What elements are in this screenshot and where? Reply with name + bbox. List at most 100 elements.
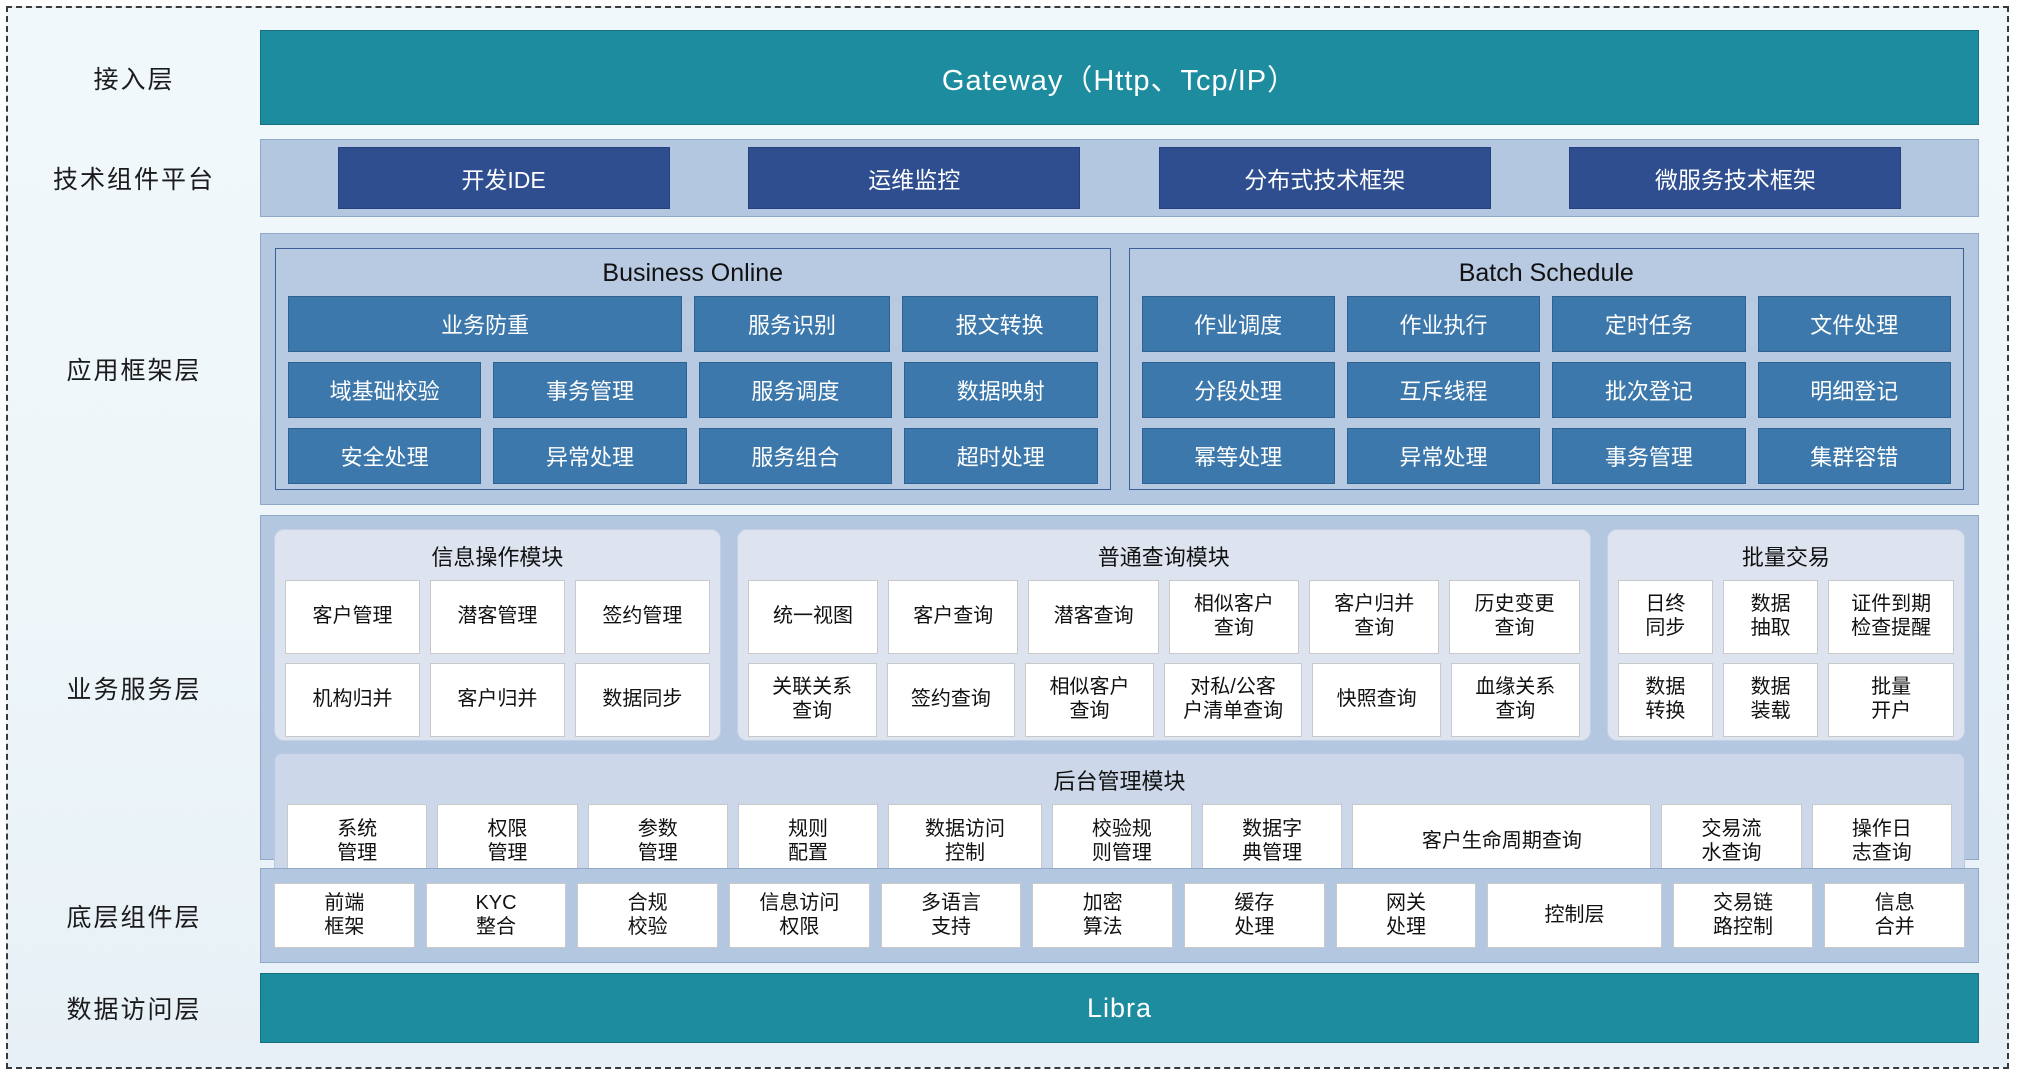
biz-cell-qycx[interactable]: 签约查询 xyxy=(886,663,1016,737)
afw-cell-ywfz[interactable]: 业务防重 xyxy=(288,296,683,352)
tech-platform-band: 开发IDE 运维监控 分布式技术框架 微服务技术框架 xyxy=(260,139,1979,217)
afw-cell-mxdj[interactable]: 明细登记 xyxy=(1757,362,1951,418)
afw-cell-fwsb[interactable]: 服务识别 xyxy=(694,296,890,352)
biz-cell-xygxcx[interactable]: 血缘关系 查询 xyxy=(1450,663,1580,737)
afw-cell-jqrc[interactable]: 集群容错 xyxy=(1757,428,1951,484)
admin-cell-rule-config[interactable]: 规则 配置 xyxy=(737,804,879,880)
biz-cell-qkgl[interactable]: 潜客管理 xyxy=(429,580,565,654)
group-batch-schedule: Batch Schedule 作业调度 作业执行 定时任务 文件处理 分段处理 … xyxy=(1128,248,1964,490)
afw-cell-aqcl[interactable]: 安全处理 xyxy=(288,428,482,484)
biz-row: 数据 转换 数据 装载 批量 开户 xyxy=(1617,663,1954,737)
biz-cell-xskhcx2[interactable]: 相似客户 查询 xyxy=(1025,663,1154,737)
biz-cell-sjtb[interactable]: 数据同步 xyxy=(574,663,710,737)
afw-cell-fwdd[interactable]: 服务调度 xyxy=(698,362,893,418)
module-title-batch-transaction: 批量交易 xyxy=(1741,545,1830,570)
module-title-admin-management: 后台管理模块 xyxy=(1053,769,1186,794)
biz-cell-qygl[interactable]: 签约管理 xyxy=(574,580,710,654)
biz-cell-sjzz[interactable]: 数据 装载 xyxy=(1722,663,1819,737)
biz-cell-sjcq[interactable]: 数据 抽取 xyxy=(1722,580,1819,654)
libra-bar: Libra xyxy=(260,973,1979,1043)
biz-cell-kzcx[interactable]: 快照查询 xyxy=(1312,663,1441,737)
afw-cell-fdcl[interactable]: 分段处理 xyxy=(1141,362,1335,418)
base-cell-kyc-integration[interactable]: KYC 整合 xyxy=(425,883,567,948)
afw-cell-hcxc[interactable]: 互斥线程 xyxy=(1346,362,1541,418)
admin-cells-row: 系统 管理 权限 管理 参数 管理 规则 配置 数据访问 控制 校验规 则管理 … xyxy=(287,804,1952,880)
afw-cell-cscl[interactable]: 超时处理 xyxy=(904,428,1098,484)
layer-app-framework: 应用框架层 Business Online 业务防重 服务识别 报文转换 域基础… xyxy=(8,233,2007,505)
base-cell-frontend-framework[interactable]: 前端 框架 xyxy=(274,883,415,948)
afw-cell-zydd[interactable]: 作业调度 xyxy=(1141,296,1335,352)
biz-cell-khgbcx[interactable]: 客户归并 查询 xyxy=(1309,580,1440,654)
group-title-batch-schedule: Batch Schedule xyxy=(1458,259,1634,287)
layer-base-components: 底层组件层 前端 框架 KYC 整合 合规 校验 信息访问 权限 多语言 支持 … xyxy=(8,868,2007,963)
layer-label-data-access: 数据访问层 xyxy=(66,996,202,1024)
biz-cell-zjdqjctx[interactable]: 证件到期 检查提醒 xyxy=(1828,580,1954,654)
base-cell-encryption-algorithm[interactable]: 加密 算法 xyxy=(1032,883,1174,948)
biz-cell-dsgkhqdcx[interactable]: 对私/公客 户清单查询 xyxy=(1163,663,1303,737)
module-title-common-query: 普通查询模块 xyxy=(1097,545,1230,570)
layer-business-service: 业务服务层 信息操作模块 客户管理 潜客管理 签约管理 机构归并 xyxy=(8,515,2007,892)
base-cell-gateway-processing[interactable]: 网关 处理 xyxy=(1335,883,1477,948)
biz-cell-sjzh[interactable]: 数据 转换 xyxy=(1617,663,1713,737)
afw-row: 域基础校验 事务管理 服务调度 数据映射 xyxy=(288,362,1098,418)
biz-cell-tysheet[interactable]: 统一视图 xyxy=(747,580,879,654)
biz-row: 日终 同步 数据 抽取 证件到期 检查提醒 xyxy=(1617,580,1954,654)
afw-cell-swgl[interactable]: 事务管理 xyxy=(493,362,687,418)
afw-cell-swgl2[interactable]: 事务管理 xyxy=(1552,428,1746,484)
layer-label-access: 接入层 xyxy=(93,65,175,94)
layer-label-app-framework: 应用框架层 xyxy=(66,357,202,385)
biz-cell-khgl[interactable]: 客户管理 xyxy=(285,580,420,654)
afw-cell-yccl[interactable]: 异常处理 xyxy=(493,428,687,484)
afw-cell-wjcl[interactable]: 文件处理 xyxy=(1757,296,1951,352)
admin-cell-parameter-management[interactable]: 参数 管理 xyxy=(587,804,728,880)
tech-chip-distributed-framework[interactable]: 分布式技术框架 xyxy=(1158,147,1491,209)
afw-cell-yccl2[interactable]: 异常处理 xyxy=(1346,428,1541,484)
base-cell-info-merge[interactable]: 信息 合并 xyxy=(1824,883,1966,948)
biz-cell-plkh[interactable]: 批量 开户 xyxy=(1828,663,1954,737)
base-cell-transaction-chain-control[interactable]: 交易链 路控制 xyxy=(1672,883,1814,948)
afw-cell-bwzh[interactable]: 报文转换 xyxy=(901,296,1098,352)
base-cell-info-access-permission[interactable]: 信息访问 权限 xyxy=(729,883,870,948)
biz-cell-glgxcx[interactable]: 关联关系 查询 xyxy=(747,663,877,737)
base-components-band: 前端 框架 KYC 整合 合规 校验 信息访问 权限 多语言 支持 加密 算法 … xyxy=(260,868,1979,963)
tech-chip-ops-monitor[interactable]: 运维监控 xyxy=(748,147,1081,209)
business-online-rows: 业务防重 服务识别 报文转换 域基础校验 事务管理 服务调度 数据映射 安全处理 xyxy=(288,296,1098,484)
admin-cell-data-access-control[interactable]: 数据访问 控制 xyxy=(888,804,1042,880)
biz-row: 统一视图 客户查询 潜客查询 相似客户 查询 客户归并 查询 历史变更 查询 xyxy=(747,580,1580,654)
base-cell-cache-processing[interactable]: 缓存 处理 xyxy=(1184,883,1325,948)
biz-row: 关联关系 查询 签约查询 相似客户 查询 对私/公客 户清单查询 快照查询 血缘… xyxy=(747,663,1580,737)
afw-cell-zyzx[interactable]: 作业执行 xyxy=(1346,296,1541,352)
afw-row: 业务防重 服务识别 报文转换 xyxy=(288,296,1098,352)
afw-cell-dsrw[interactable]: 定时任务 xyxy=(1552,296,1746,352)
group-title-business-online: Business Online xyxy=(602,259,784,287)
biz-cell-xskhcx[interactable]: 相似客户 查询 xyxy=(1168,580,1300,654)
base-cell-compliance-check[interactable]: 合规 校验 xyxy=(577,883,719,948)
layer-label-base-components: 底层组件层 xyxy=(66,903,202,932)
base-cell-control-layer[interactable]: 控制层 xyxy=(1487,883,1662,948)
afw-cell-sjys[interactable]: 数据映射 xyxy=(904,362,1098,418)
afw-cell-mdcl[interactable]: 幂等处理 xyxy=(1141,428,1335,484)
afw-cell-fwzh[interactable]: 服务组合 xyxy=(698,428,893,484)
biz-cell-jggb[interactable]: 机构归并 xyxy=(285,663,420,737)
architecture-diagram: 接入层 Gateway（Http、Tcp/IP） 技术组件平台 开发IDE 运维… xyxy=(6,6,2009,1069)
batch-schedule-rows: 作业调度 作业执行 定时任务 文件处理 分段处理 互斥线程 批次登记 明细登记 xyxy=(1141,296,1951,484)
admin-cell-validation-rule-management[interactable]: 校验规 则管理 xyxy=(1051,804,1193,880)
biz-cell-lsbgcx[interactable]: 历史变更 查询 xyxy=(1449,580,1580,654)
layer-label-business-service: 业务服务层 xyxy=(66,675,202,704)
biz-cell-rztb[interactable]: 日终 同步 xyxy=(1617,580,1713,654)
biz-cell-qkcx[interactable]: 潜客查询 xyxy=(1028,580,1159,654)
afw-row: 安全处理 异常处理 服务组合 超时处理 xyxy=(288,428,1098,484)
admin-cell-data-dictionary-management[interactable]: 数据字 典管理 xyxy=(1202,804,1343,880)
afw-cell-pcdj[interactable]: 批次登记 xyxy=(1552,362,1746,418)
tech-chip-ide[interactable]: 开发IDE xyxy=(337,147,670,209)
biz-cell-khcx[interactable]: 客户查询 xyxy=(888,580,1019,654)
biz-cell-khgb[interactable]: 客户归并 xyxy=(429,663,565,737)
module-common-query: 普通查询模块 统一视图 客户查询 潜客查询 相似客户 查询 客户归并 查询 历史… xyxy=(736,529,1591,741)
admin-cell-operation-log-query[interactable]: 操作日 志查询 xyxy=(1811,804,1952,880)
admin-cell-transaction-flow-query[interactable]: 交易流 水查询 xyxy=(1661,804,1802,880)
base-cell-multilanguage-support[interactable]: 多语言 支持 xyxy=(880,883,1022,948)
afw-cell-yjcjy[interactable]: 域基础校验 xyxy=(288,362,482,418)
admin-cell-permission-management[interactable]: 权限 管理 xyxy=(437,804,578,880)
tech-chip-microservice-framework[interactable]: 微服务技术框架 xyxy=(1569,147,1902,209)
group-business-online: Business Online 业务防重 服务识别 报文转换 域基础校验 事务管… xyxy=(275,248,1111,490)
